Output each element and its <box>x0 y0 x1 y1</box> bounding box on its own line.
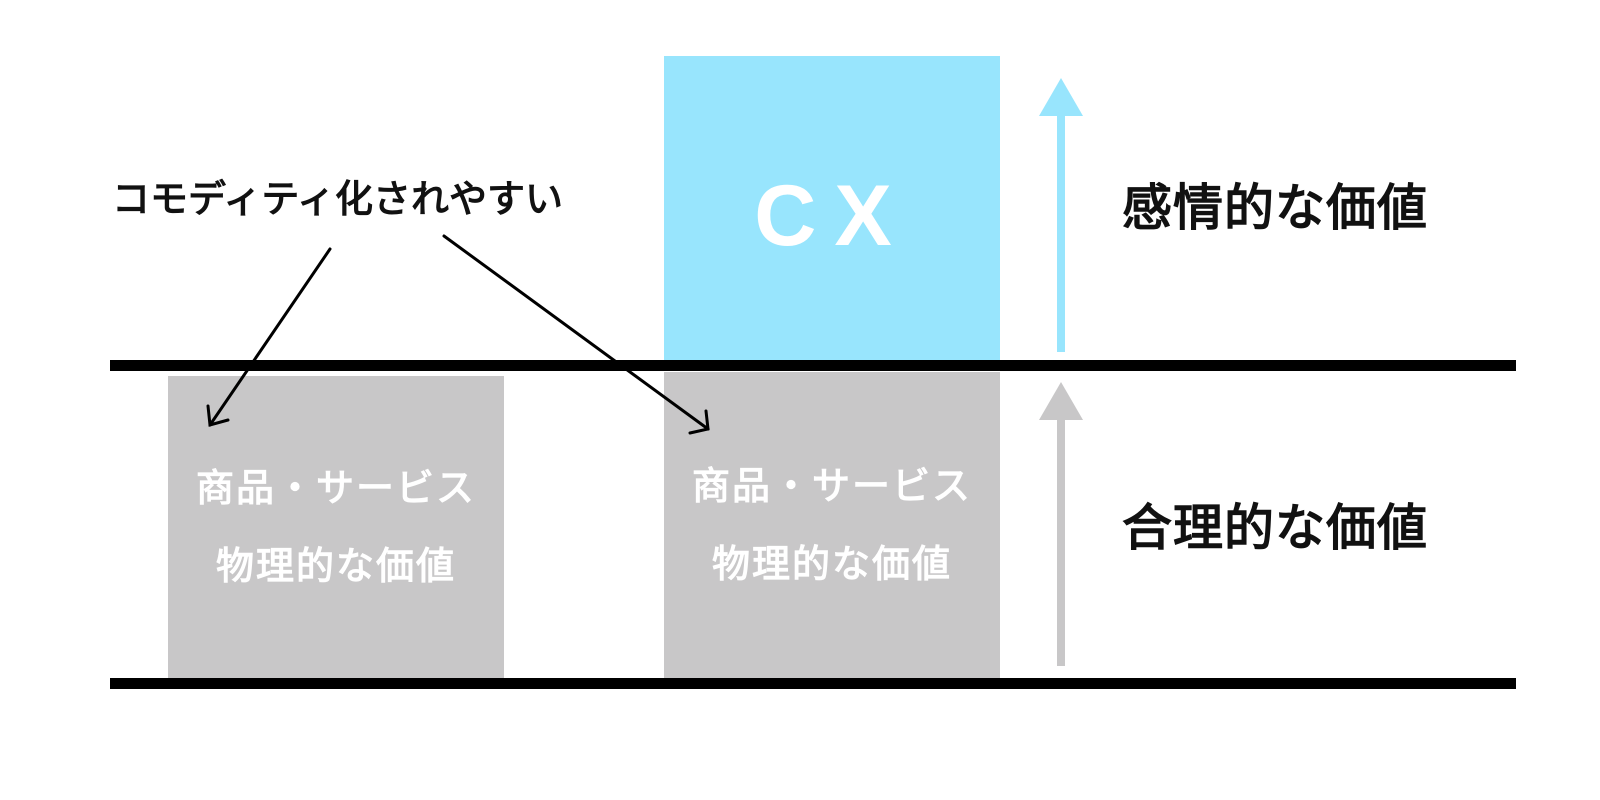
cx-box: CX <box>664 56 1000 360</box>
box-middle-line1: 商品・サービス <box>691 464 972 508</box>
box-left-line1: 商品・サービス <box>195 466 476 510</box>
commoditization-annotation: コモディティ化されやすい <box>112 177 564 221</box>
rational-value-label: 合理的な価値 <box>1122 499 1428 557</box>
physical-value-box-left: 商品・サービス 物理的な価値 <box>168 376 504 678</box>
box-left-line2: 物理的な価値 <box>215 544 456 588</box>
emotional-value-label: 感情的な価値 <box>1122 179 1428 237</box>
rational-up-arrow-icon <box>1039 382 1083 666</box>
emotional-up-arrow-icon <box>1039 78 1083 352</box>
box-middle-line2: 物理的な価値 <box>711 542 952 586</box>
divider-line-top <box>110 360 1516 371</box>
physical-value-box-middle: 商品・サービス 物理的な価値 <box>664 372 1000 678</box>
divider-line-bottom <box>110 678 1516 689</box>
cx-label: CX <box>754 167 910 264</box>
